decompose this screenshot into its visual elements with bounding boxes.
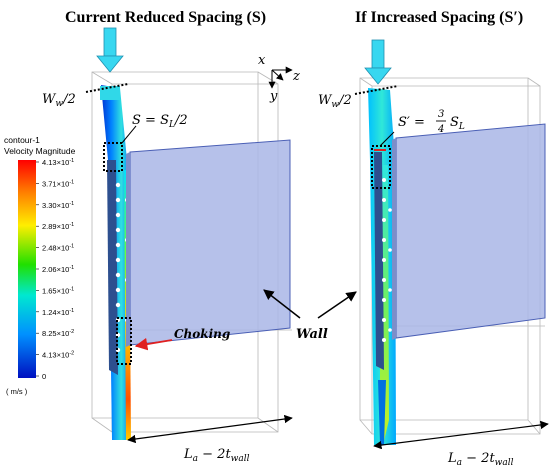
left-ww-label: Ww/2: [42, 92, 76, 109]
choking-region-box: [116, 317, 132, 365]
legend-tick-label: 3.30×10-1: [42, 201, 74, 210]
left-ww-dimension-line: [85, 83, 129, 93]
left-fin-strip: [107, 160, 118, 375]
left-panel: Ww/2 S = SL/2 Choking La − 2twall: [42, 27, 293, 464]
legend-tick-label: 8.25×10-2: [42, 329, 74, 338]
legend-tick-label: 3.71×10-1: [42, 179, 74, 188]
legend-quantity: Velocity Magnitude: [4, 146, 76, 156]
legend-name: contour-1: [4, 135, 40, 145]
legend-tick-label: 1.65×10-1: [42, 286, 74, 295]
right-la-label: La − 2twall: [447, 451, 514, 466]
right-fin-strip: [374, 152, 384, 370]
legend-unit: ( m/s ): [6, 387, 28, 396]
left-wall-panel: [126, 139, 291, 347]
choking-label: Choking: [174, 327, 230, 341]
right-ww-dimension-line: [354, 85, 399, 95]
left-la-label: La − 2twall: [183, 447, 250, 464]
right-la-dimension: [373, 420, 549, 450]
right-panel: Ww/2 S′ = 3 4 SL La − 2twall: [318, 39, 549, 466]
wall-callout: Wall: [263, 289, 357, 342]
svg-text:SL: SL: [450, 115, 465, 132]
choking-arrow: [134, 337, 173, 351]
legend-tick-label: 2.89×10-1: [42, 222, 74, 231]
legend-tick-label: 4.13×10-1: [42, 158, 74, 167]
velocity-legend: contour-1 Velocity Magnitude 4.13×10-1 3.…: [4, 135, 76, 396]
left-inlet-arrow: [96, 27, 124, 73]
left-la-dimension: [127, 414, 293, 444]
legend-tick-label: 4.13×10-2: [42, 351, 74, 360]
legend-tick-label: 2.06×10-1: [42, 265, 74, 274]
svg-text:4: 4: [437, 124, 444, 135]
right-spacing-label: S′ = 3 4 SL: [398, 109, 465, 135]
axis-x-label: x: [258, 53, 266, 68]
axis-triad: x z y: [258, 53, 300, 104]
legend-ticks: 4.13×10-1 3.71×10-1 3.30×10-1 2.89×10-1 2.48…: [36, 158, 74, 381]
right-fin-holes: [382, 178, 392, 342]
right-spacing-leader: [379, 131, 395, 147]
legend-tick-label: 1.24×10-1: [42, 308, 74, 317]
axis-y-label: y: [269, 89, 278, 104]
svg-text:S′ =: S′ =: [398, 115, 425, 130]
left-inlet-cap: [100, 86, 120, 100]
left-panel-title: Current Reduced Spacing (S): [65, 9, 266, 26]
right-ww-label: Ww/2: [318, 93, 352, 110]
right-inlet-arrow: [364, 39, 392, 85]
left-spacing-leader: [121, 125, 137, 144]
legend-colorbar: [18, 160, 36, 378]
left-spacing-box: [103, 142, 123, 172]
svg-text:3: 3: [438, 109, 444, 120]
left-spacing-label: S = SL/2: [132, 113, 188, 130]
legend-tick-label: 2.48×10-1: [42, 244, 74, 253]
legend-tick-label: 0: [42, 372, 46, 381]
right-panel-title: If Increased Spacing (S′): [355, 9, 523, 26]
wall-label: Wall: [296, 327, 328, 342]
right-spacing-box: [371, 145, 391, 189]
axis-z-label: z: [292, 69, 300, 84]
right-wall-panel: [392, 123, 546, 340]
